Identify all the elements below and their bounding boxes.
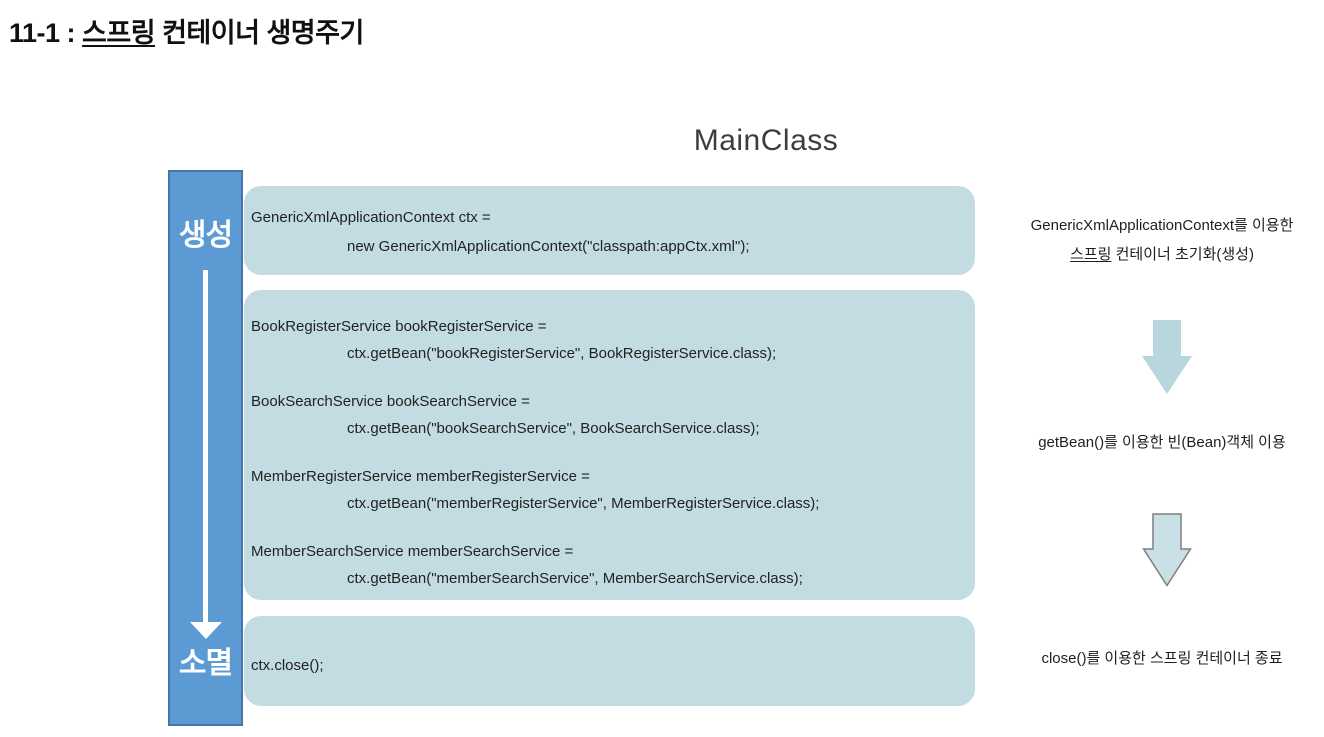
code-line: BookRegisterService bookRegisterService …	[251, 318, 547, 335]
lifecycle-bar: 생성 소멸	[168, 170, 243, 726]
lifecycle-create-label: 생성	[178, 219, 233, 252]
annotation-step1-line2-rest: 컨테이너 초기화(생성)	[1111, 246, 1254, 263]
code-group: BookSearchService bookSearchService = ct…	[251, 388, 975, 442]
code-line: ctx.close();	[251, 657, 324, 674]
code-line: ctx.getBean("bookRegisterService", BookR…	[347, 345, 777, 362]
code-line: ctx.getBean("memberSearchService", Membe…	[347, 570, 803, 587]
page-title-suffix: 컨테이너 생명주기	[155, 18, 364, 48]
lifecycle-down-arrow-icon	[189, 622, 222, 639]
code-line: GenericXmlApplicationContext ctx =	[251, 209, 491, 226]
down-arrow-1-icon	[1142, 320, 1192, 394]
code-line: new GenericXmlApplicationContext("classp…	[347, 238, 750, 255]
lifecycle-arrow-shaft	[202, 270, 208, 622]
code-group: BookRegisterService bookRegisterService …	[251, 313, 975, 367]
page-title-prefix: 11-1 :	[9, 18, 83, 48]
annotation-step1-line2: 스프링 컨테이너 초기화(생성)	[1000, 240, 1324, 269]
page-title-underlined-word: 스프링	[82, 18, 156, 48]
code-box-create: GenericXmlApplicationContext ctx = new G…	[244, 186, 975, 275]
code-group: MemberSearchService memberSearchService …	[251, 538, 975, 592]
annotation-step3: close()를 이용한 스프링 컨테이너 종료	[1041, 650, 1283, 667]
code-line: MemberSearchService memberSearchService …	[251, 543, 574, 560]
code-line: ctx.getBean("bookSearchService", BookSea…	[347, 420, 760, 437]
annotation-step1-underlined-word: 스프링	[1070, 246, 1112, 263]
down-arrow-2-icon	[1142, 513, 1192, 587]
code-group: MemberRegisterService memberRegisterServ…	[251, 463, 975, 517]
annotation-step1-line1: GenericXmlApplicationContext를 이용한	[1030, 217, 1294, 234]
diagram-heading: MainClass	[693, 124, 839, 157]
annotation-step2: getBean()를 이용한 빈(Bean)객체 이용	[1038, 434, 1286, 451]
page-title: 11-1 : 스프링 컨테이너 생명주기	[9, 11, 364, 50]
code-box-use: BookRegisterService bookRegisterService …	[244, 290, 975, 600]
code-line: BookSearchService bookSearchService =	[251, 393, 530, 410]
code-line: ctx.getBean("memberRegisterService", Mem…	[347, 495, 820, 512]
lifecycle-destroy-label: 소멸	[178, 647, 233, 680]
code-box-destroy: ctx.close();	[244, 616, 975, 706]
code-line: MemberRegisterService memberRegisterServ…	[251, 468, 590, 485]
annotation-step1: GenericXmlApplicationContext를 이용한 스프링 컨테…	[1000, 211, 1324, 269]
